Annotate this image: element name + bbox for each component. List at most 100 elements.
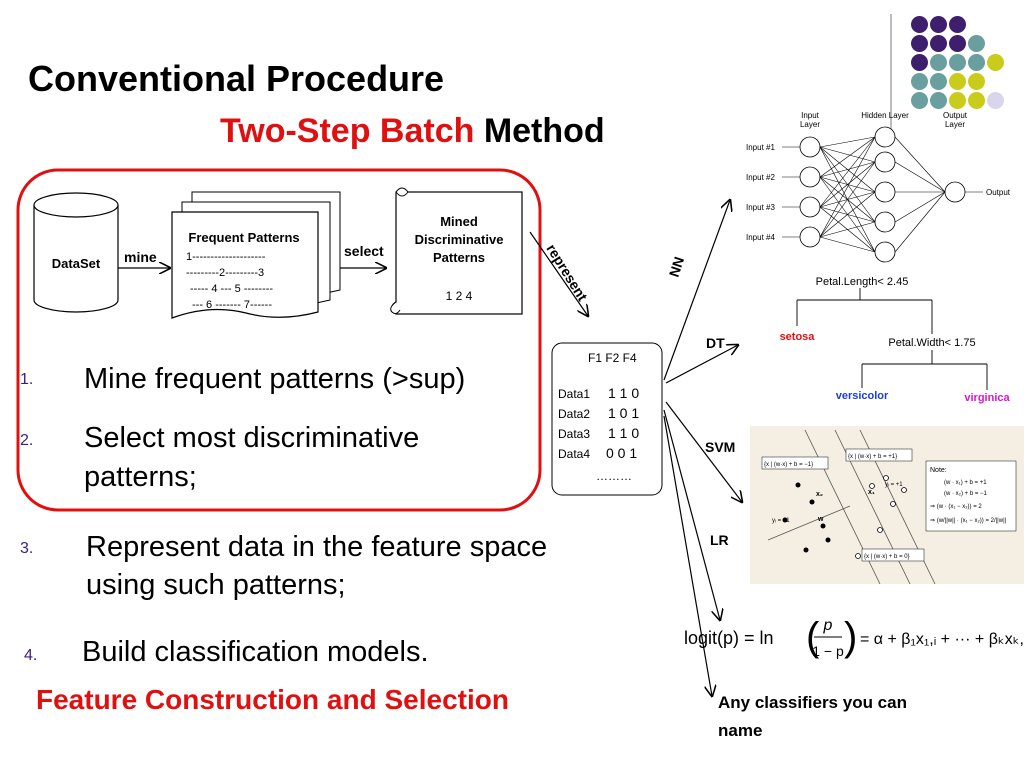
- formula-den: 1 − p: [812, 643, 844, 659]
- svm-note: Note:: [930, 467, 947, 474]
- lr-label: LR: [710, 532, 729, 548]
- dot: [987, 54, 1004, 71]
- tree-split2: Petal.Width< 1.75: [888, 337, 975, 349]
- dot: [949, 35, 966, 52]
- nn-output-layer-label: Output: [943, 111, 968, 120]
- nn-edge: [819, 136, 876, 148]
- nn-input-label: Input #1: [746, 143, 775, 152]
- nn-node: [799, 196, 821, 218]
- represent-label: represent: [543, 241, 591, 304]
- dot: [930, 73, 947, 90]
- divider-line: [890, 14, 892, 134]
- dot: [949, 92, 966, 109]
- nn-input-layer-label: Layer: [800, 120, 820, 129]
- svm-label-plus: yᵢ = +1: [885, 482, 903, 488]
- dot: [911, 16, 928, 33]
- step-text: Select most discriminative: [84, 422, 420, 454]
- svg-text:(: (: [806, 615, 820, 659]
- frequent-line: --- 6 ------- 7------: [192, 299, 272, 311]
- nn-input-label: Input #2: [746, 173, 775, 182]
- dataset-cylinder: [33, 192, 119, 313]
- step-text: Mine frequent patterns (>sup): [84, 363, 466, 395]
- step-number: 4.: [24, 647, 38, 664]
- nn-edge: [819, 161, 876, 238]
- tree-root: Petal.Length< 2.45: [816, 276, 909, 288]
- step-text: Build classification models.: [82, 636, 429, 668]
- dot: [911, 73, 928, 90]
- dot: [968, 73, 985, 90]
- formula-rhs: = α + β₁x₁,ᵢ + ··· + βₖxₖ,ᵢ,: [860, 631, 1024, 648]
- any-label: Any classifiers you can: [718, 693, 907, 712]
- table-row-name: Data2: [558, 407, 590, 421]
- nn-edge: [894, 191, 946, 253]
- dot: [911, 54, 928, 71]
- nn-node: [874, 181, 896, 203]
- nn-edge: [894, 191, 946, 223]
- represent-arrow: [529, 231, 588, 316]
- nn-node: [874, 211, 896, 233]
- nn-edge: [819, 191, 876, 238]
- nn-output-layer-label: Layer: [945, 120, 965, 129]
- nn-edge: [819, 136, 876, 208]
- dt-label: DT: [706, 335, 725, 351]
- dot: [987, 92, 1004, 109]
- nn-edge: [894, 161, 946, 193]
- nn-node: [874, 151, 896, 173]
- table-row-values: 1 0 1: [608, 405, 639, 421]
- nn-input-label: Input #4: [746, 233, 775, 242]
- nn-edge: [819, 136, 876, 238]
- dot: [968, 92, 985, 109]
- mined-title: Mined: [440, 214, 478, 229]
- logit-formula: logit(p) = ln ( p 1 − p ) = α + β₁x₁,ᵢ +…: [684, 615, 1024, 659]
- step-number: 2.: [20, 432, 34, 449]
- step-text: Represent data in the feature space: [86, 531, 548, 563]
- nn-nodes: [799, 126, 966, 263]
- nn-node: [799, 226, 821, 248]
- nn-node: [874, 241, 896, 263]
- frequent-patterns-doc: [171, 191, 341, 319]
- frequent-line: ----- 4 --- 5 --------: [190, 283, 273, 295]
- dot: [911, 35, 928, 52]
- formula-lhs: logit(p) = ln: [684, 628, 774, 648]
- nn-arrow: [663, 200, 730, 381]
- table-ellipsis: ………: [596, 469, 632, 483]
- frequent-line: 1--------------------: [186, 251, 266, 263]
- tree-leaf-setosa: setosa: [780, 331, 816, 343]
- svm-arrow: [665, 401, 742, 502]
- step-number: 1.: [20, 371, 34, 388]
- dot: [930, 92, 947, 109]
- svm-eq: ⇒ (w · (x₁ − x₂)) = 2: [930, 504, 982, 510]
- tree-leaf-versicolor: versicolor: [836, 390, 889, 402]
- step-text: patterns;: [84, 461, 197, 493]
- dot: [968, 54, 985, 71]
- mined-title: Discriminative: [415, 232, 504, 247]
- formula-num: p: [823, 617, 833, 634]
- table-header: F1 F2 F4: [588, 351, 637, 365]
- dot: [911, 92, 928, 109]
- dot: [930, 54, 947, 71]
- subtitle-black: Method: [483, 112, 605, 150]
- step-text: using such patterns;: [86, 569, 346, 601]
- frequent-line: ---------2---------3: [186, 267, 264, 279]
- svm-box-label: {x | (w·x) + b = −1}: [764, 462, 813, 468]
- mine-label: mine: [124, 249, 157, 265]
- table-row-values: 0 0 1: [606, 445, 637, 461]
- dt-arrow: [665, 345, 738, 384]
- nn-node: [874, 126, 896, 148]
- nn-edge: [894, 136, 946, 193]
- mined-patterns-scroll: [390, 187, 523, 315]
- nn-input-label: Input #3: [746, 203, 775, 212]
- svm-box-label: {x | (w·x) + b = 0}: [864, 554, 910, 560]
- mined-values: 1 2 4: [446, 289, 473, 303]
- svm-x1: x₁: [868, 489, 875, 496]
- dataset-label: DataSet: [52, 256, 101, 271]
- step-number: 3.: [20, 540, 34, 557]
- nn-edge: [819, 221, 876, 238]
- nn-node: [944, 181, 966, 203]
- footer-caption: Feature Construction and Selection: [36, 684, 509, 715]
- table-row-name: Data3: [558, 427, 590, 441]
- svg-text:): ): [844, 615, 857, 659]
- svm-eq: (w · x₂) + b = −1: [944, 491, 988, 497]
- svm-panel: [750, 426, 1024, 585]
